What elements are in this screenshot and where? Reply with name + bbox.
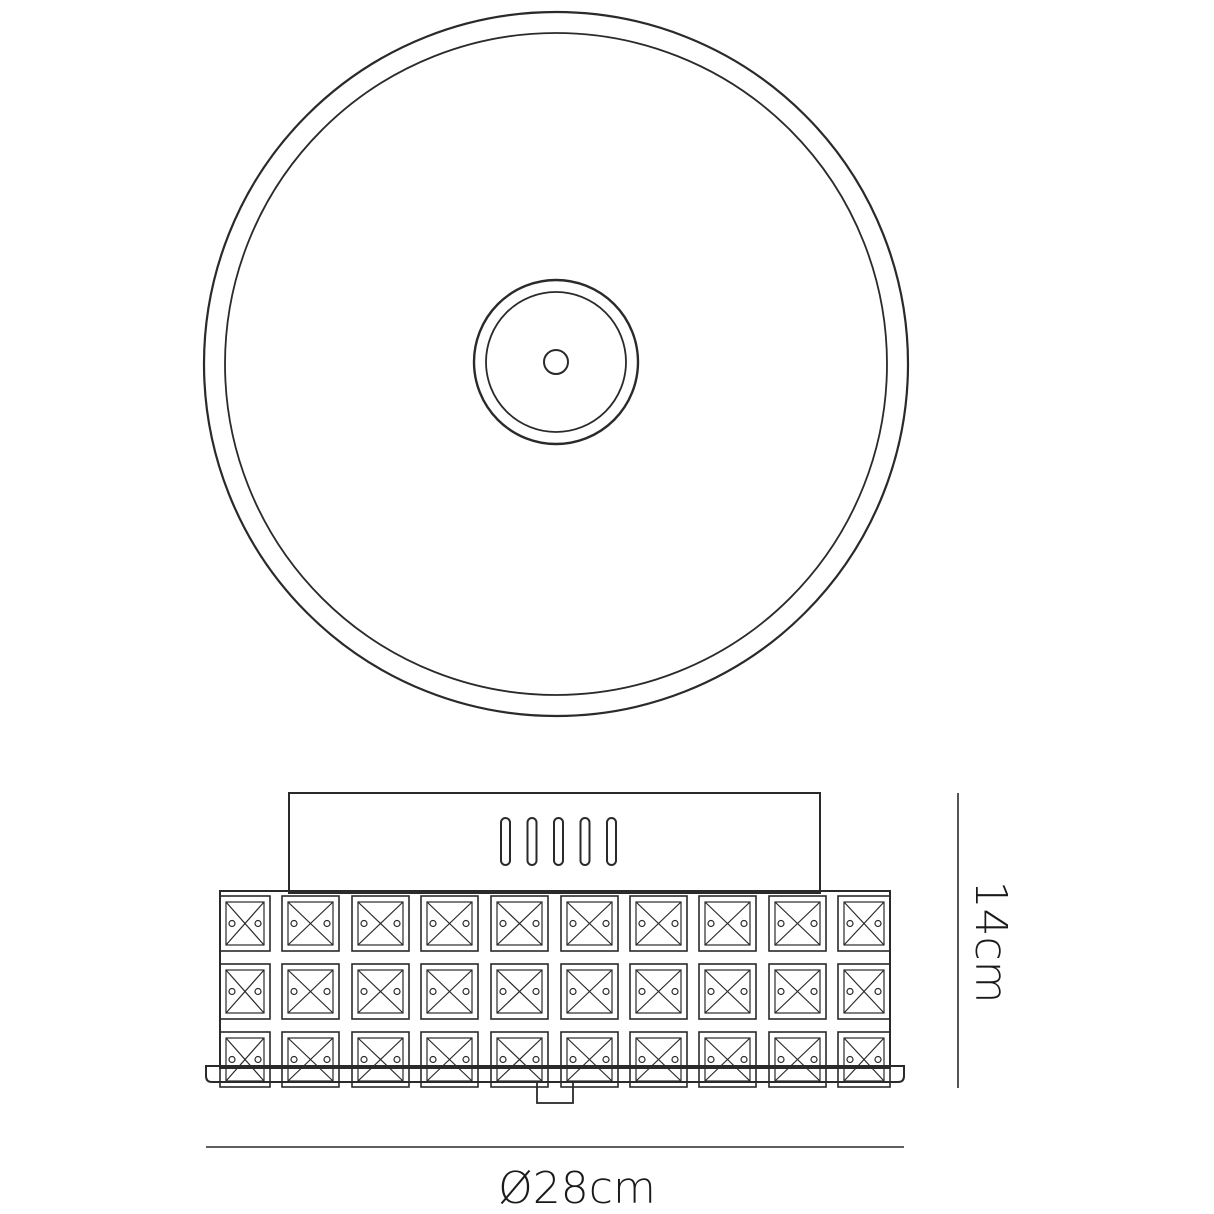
crystal-cell (219, 895, 271, 952)
vent-slots (500, 817, 617, 866)
crystal-cell (560, 895, 619, 952)
vent-slot (526, 817, 538, 866)
vent-slot (553, 817, 564, 866)
crystal-cell (351, 1031, 410, 1088)
crystal-cell (420, 963, 479, 1020)
crystal-cell (420, 1031, 479, 1088)
top-view-inner-rim (224, 32, 888, 696)
crystal-cell (837, 1031, 891, 1088)
crystal-cell (219, 1031, 271, 1088)
crystal-frame (219, 890, 891, 1069)
crystal-cell (560, 963, 619, 1020)
crystal-cell (768, 963, 827, 1020)
side-view (205, 792, 905, 1104)
crystal-cell (490, 1031, 549, 1088)
crystal-cell (420, 895, 479, 952)
ceiling-plate-outer (472, 278, 640, 446)
bottom-connector (536, 1081, 574, 1104)
crystal-cell (281, 963, 340, 1020)
center-fixing-hole (543, 349, 569, 375)
crystal-cell (490, 963, 549, 1020)
crystal-cell (219, 963, 271, 1020)
crystal-cell (698, 963, 757, 1020)
crystal-cell (629, 895, 688, 952)
crystal-cell (837, 895, 891, 952)
crystal-cell (768, 895, 827, 952)
crystal-cell (281, 1031, 340, 1088)
diameter-label: Ø28cm (498, 1163, 656, 1214)
crystal-cell (490, 895, 549, 952)
base-plate (205, 1065, 905, 1083)
height-label: 14cm (965, 880, 1016, 1003)
crystal-cell (698, 1031, 757, 1088)
crystal-cell (698, 895, 757, 952)
top-view-outer-rim (202, 10, 910, 718)
crystal-cell (281, 895, 340, 952)
crystal-cell (629, 963, 688, 1020)
vent-slot (606, 817, 617, 866)
vent-slot (500, 817, 511, 866)
crystal-cell (837, 963, 891, 1020)
crystal-cell (768, 1031, 827, 1088)
crystal-grid (219, 895, 891, 1088)
crystal-cell (351, 963, 410, 1020)
crystal-cell (560, 1031, 619, 1088)
ceiling-plate-inner (485, 291, 627, 433)
driver-housing (288, 792, 821, 894)
dimension-lines (206, 793, 959, 1148)
top-view (202, 10, 910, 718)
vent-slot (579, 817, 591, 866)
crystal-cell (351, 895, 410, 952)
crystal-cell (629, 1031, 688, 1088)
